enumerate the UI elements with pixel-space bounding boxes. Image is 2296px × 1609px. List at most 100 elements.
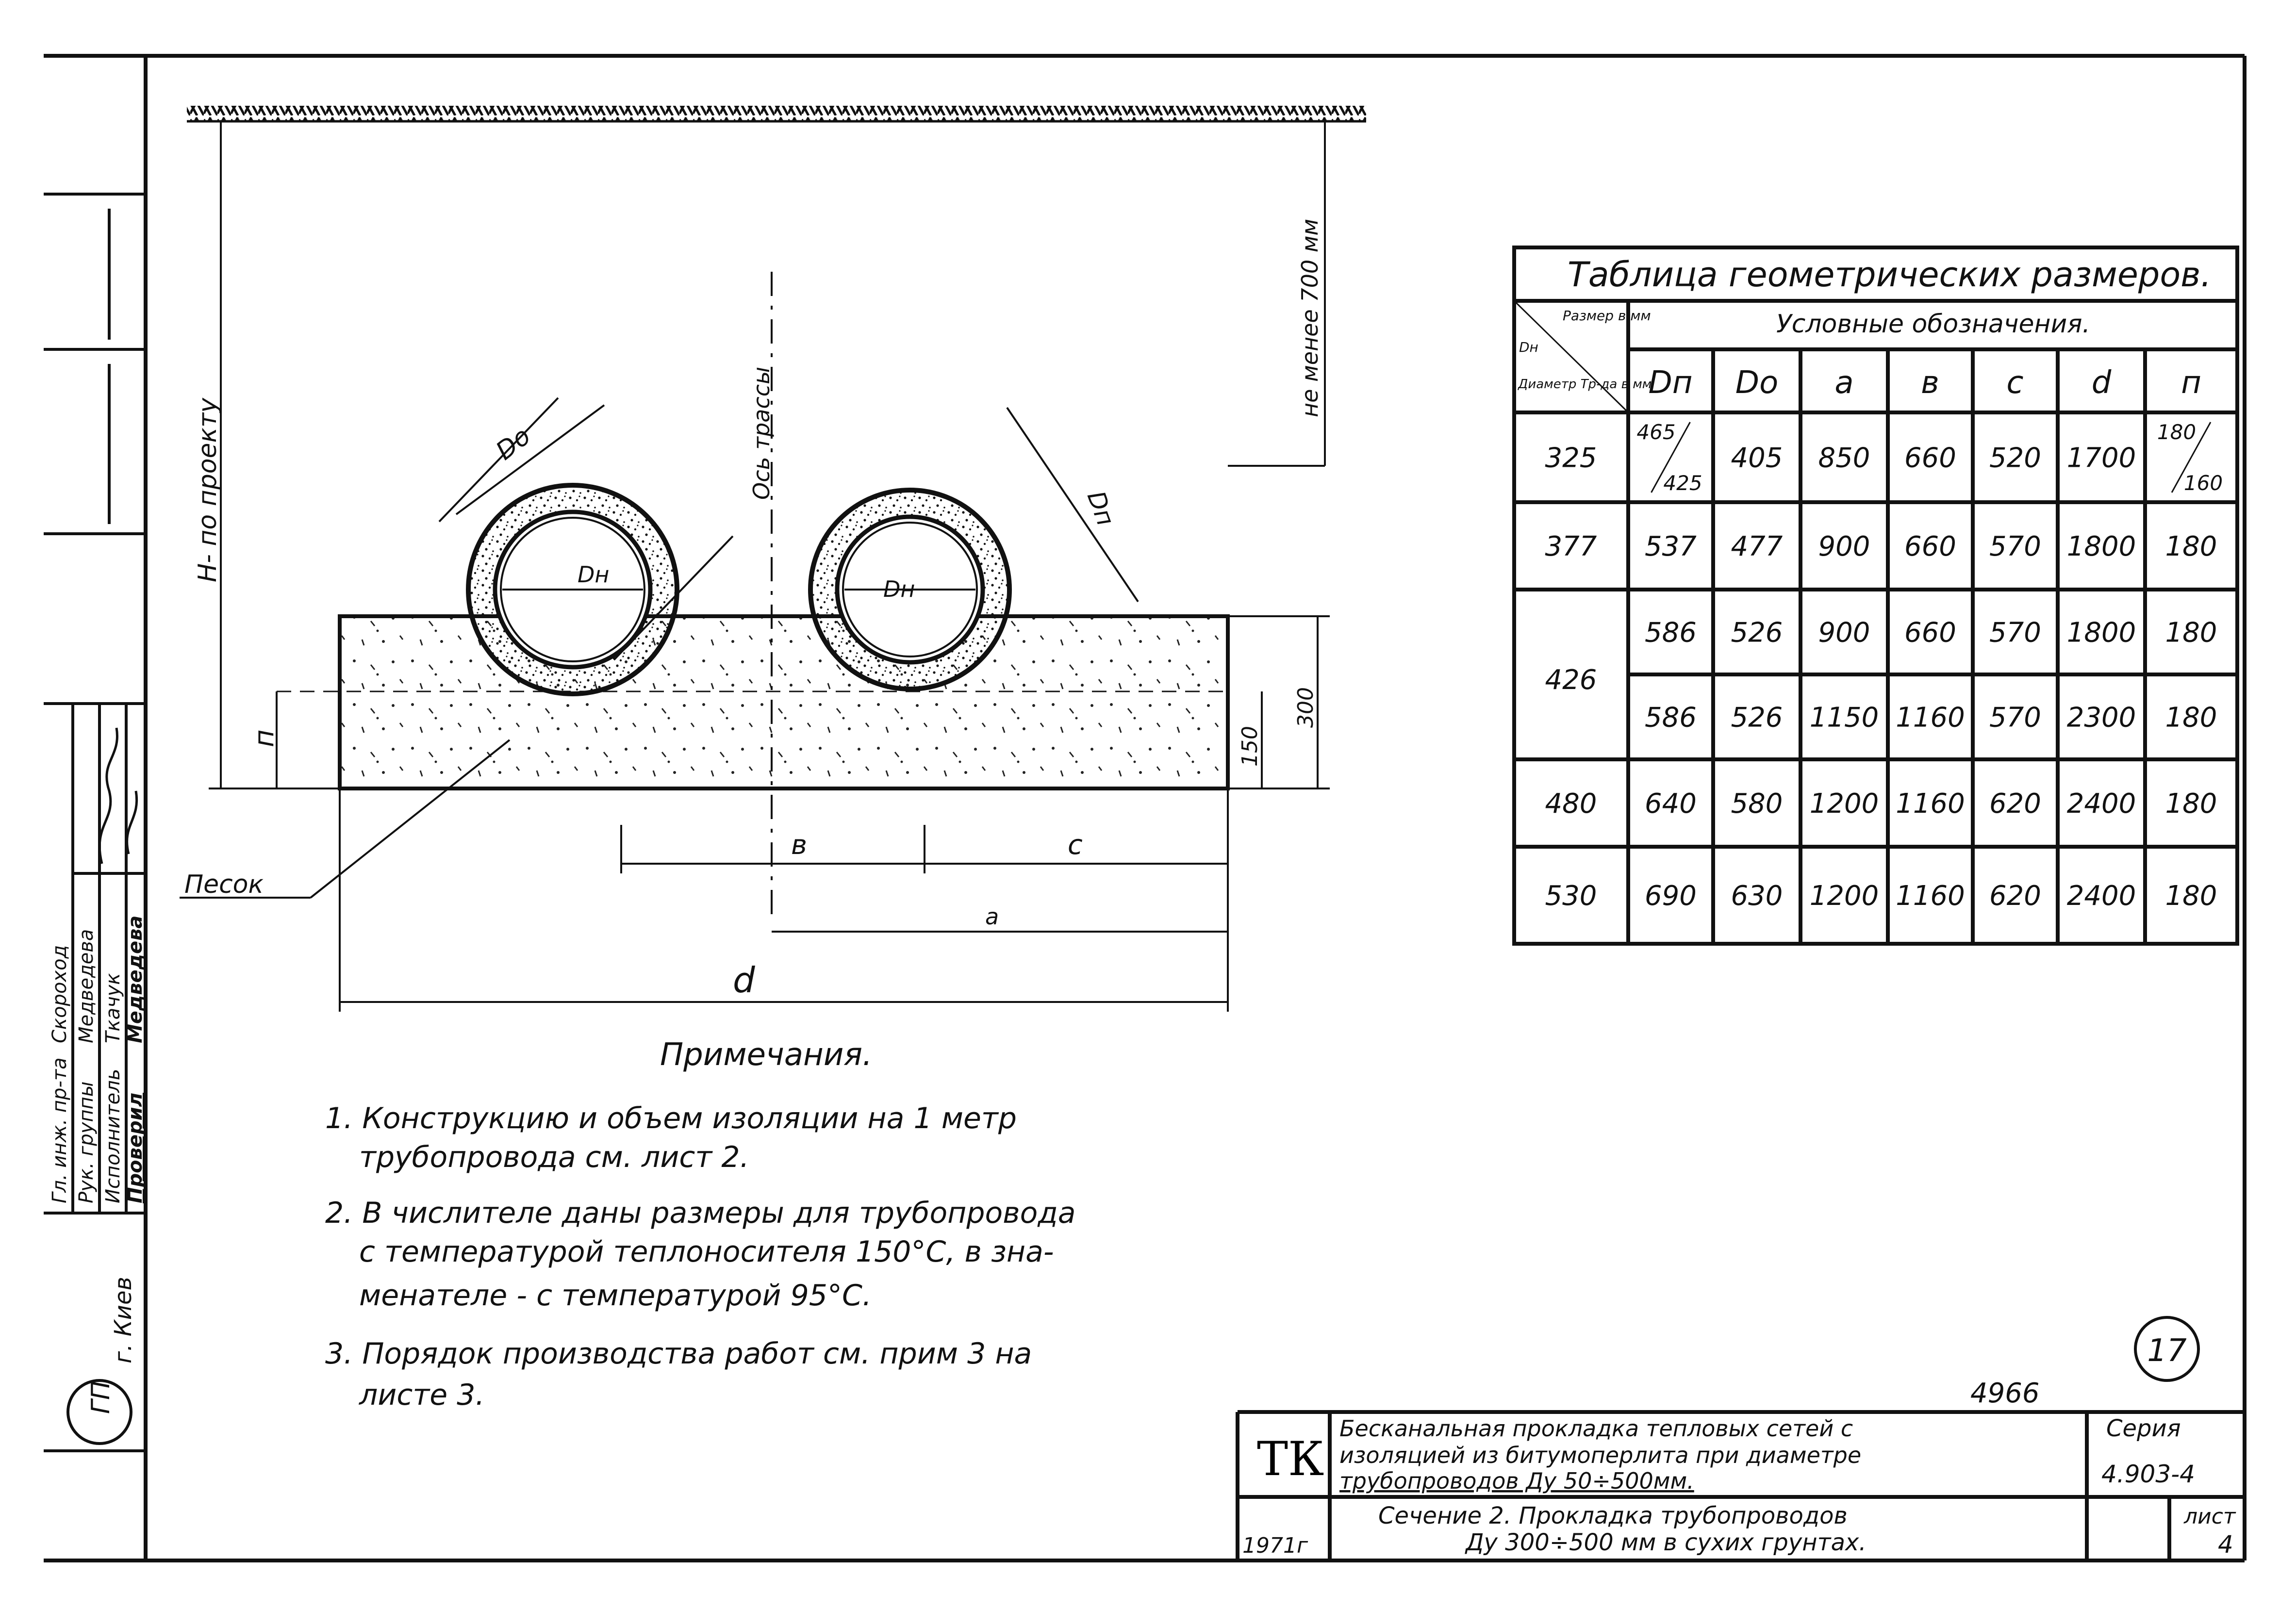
table-cell: 900 (1818, 531, 1870, 562)
table-cell: 570 (1989, 531, 2041, 562)
stamp-role-4: Проверил (124, 1093, 147, 1203)
table-cell: 2300 (2067, 702, 2136, 734)
table-corner-diam: Диаметр Тр-да в мм (1518, 377, 1652, 392)
stamp-role-1: Гл. инж. пр-та (49, 1057, 71, 1203)
table-corner-size: Размер в мм (1563, 308, 1651, 324)
table-cell: 526 (1731, 702, 1783, 734)
table-col-dp: Dп (1648, 365, 1692, 401)
sheet-label: лист (2183, 1504, 2236, 1529)
table-cell: 1150 (1810, 702, 1879, 734)
table-cell-denominator: 160 (2184, 471, 2223, 495)
note-line-6: 3. Порядок производства работ см. прим 3… (325, 1337, 1032, 1371)
svg-text:ГП: ГП (86, 1381, 116, 1414)
notes: Примечания. 1. Конструкцию и объем изоля… (325, 1037, 1076, 1412)
notes-heading: Примечания. (660, 1037, 872, 1073)
title-line-1: Бесканальная прокладка тепловых сетей с (1339, 1415, 1853, 1442)
table-row-dn: 377 (1545, 531, 1597, 562)
table-row-dn: 530 (1545, 880, 1597, 912)
org-logo: ГП (66, 1379, 132, 1445)
table-cell: 1160 (1896, 702, 1965, 734)
table-cell: 1200 (1810, 788, 1879, 820)
sheet-number: 4 (2218, 1530, 2233, 1559)
table-col-c: с (2006, 365, 2023, 401)
table-cell: 660 (1904, 617, 1956, 649)
table-cell: 690 (1645, 880, 1697, 912)
table-cell: 570 (1989, 617, 2041, 649)
table-corner-dn: Dн (1519, 339, 1538, 355)
sand-label: Песок (184, 870, 264, 899)
table-cell: 180 (2165, 702, 2217, 734)
table-cell: 1160 (1896, 788, 1965, 820)
inventory-number: 4966 (1970, 1378, 2040, 1409)
city-label: г. Киев (110, 1277, 137, 1363)
dp-label: Dп (1082, 487, 1120, 529)
table-cell: 570 (1989, 702, 2041, 734)
title-block: ТК 1971г Бесканальная прокладка тепловых… (1236, 1316, 2245, 1560)
table-cell-fraction-bar: 180/160 (2171, 422, 2212, 493)
table-col-a: а (1834, 365, 1853, 401)
sheet-title-2: Ду 300÷500 мм в сухих грунтах. (1465, 1529, 1867, 1556)
table-cell: 526 (1731, 617, 1783, 649)
pipe-left: Dн (466, 483, 679, 696)
stamp-role-2: Рук. группы (75, 1082, 98, 1203)
table-col-d: d (2092, 365, 2112, 401)
table-cell: 405 (1731, 443, 1783, 474)
table-cell: 660 (1904, 531, 1956, 562)
table-col-do: Do (1735, 365, 1778, 401)
table-cell: 620 (1989, 788, 2041, 820)
table-cell: 1200 (1810, 880, 1879, 912)
table-cell: 537 (1645, 531, 1697, 562)
route-axis-label: Ось трассы (748, 367, 775, 500)
note-line-5: менателе - с температурой 95°С. (359, 1279, 872, 1313)
title-year: 1971г (1242, 1533, 1308, 1558)
stamp-name-3: Ткачук (102, 973, 124, 1043)
pipe-right-dn-label: Dн (883, 576, 915, 602)
min-depth-label: не менее 700 мм (1297, 219, 1323, 417)
stamp-name-4: Медведева (124, 916, 147, 1043)
series-value: 4.903-4 (2101, 1460, 2195, 1488)
pipe-left-dn-label: Dн (578, 561, 610, 588)
pipe-right: Dн (808, 488, 1012, 691)
table-cell: 180 (2165, 617, 2217, 649)
table-row-dn: 426 (1545, 664, 1597, 696)
c-label: с (1068, 829, 1083, 861)
table-cell-numerator: 465 (1636, 420, 1675, 444)
d-label: d (733, 960, 756, 1001)
side-stamp: Гл. инж. пр-та Рук. группы Исполнитель П… (44, 193, 147, 1452)
table-cell: 640 (1645, 788, 1697, 820)
table-cell: 1800 (2067, 531, 2136, 562)
title-line-3: трубопроводов Ду 50÷500мм. (1339, 1468, 1694, 1494)
table-cell-denominator: 425 (1663, 471, 1702, 495)
note-line-1: 1. Конструкцию и объем изоляции на 1 мет… (325, 1101, 1017, 1135)
table-cell: 180 (2165, 531, 2217, 562)
stamp-role-3: Исполнитель (102, 1069, 124, 1203)
table-row-dn: 325 (1545, 443, 1597, 474)
table-group-header: Условные обозначения. (1776, 310, 2090, 339)
table-cell: 850 (1818, 443, 1870, 474)
dimension-table: Таблица геометрических размеров. Размер … (1512, 246, 2239, 946)
note-line-4: с температурой теплоносителя 150°С, в зн… (359, 1235, 1054, 1269)
dim-300-label: 300 (1293, 687, 1318, 728)
table-cell-fraction-bar: 465/425 (1651, 422, 1691, 493)
table-cell-numerator: 180 (2157, 420, 2196, 444)
signature (98, 727, 138, 864)
table-title: Таблица геометрических размеров. (1568, 255, 2212, 295)
page-mark: 17 (2134, 1316, 2200, 1382)
dim-150-label: 150 (1238, 726, 1262, 767)
note-line-3: 2. В числителе даны размеры для трубопро… (325, 1196, 1076, 1230)
sheet-title-1: Сечение 2. Прокладка трубопроводов (1378, 1502, 1848, 1529)
stamp-name-1: Скороход (49, 945, 71, 1043)
table-col-b: в (1921, 365, 1939, 401)
table-col-n: п (2181, 365, 2201, 401)
n-label: п (248, 729, 280, 747)
table-cell: 1800 (2067, 617, 2136, 649)
cross-section: Ось трассы Dн Do Dн Dп Н- по проекту (180, 106, 1366, 1012)
table-cell: 180 (2165, 788, 2217, 820)
table-cell: 580 (1731, 788, 1783, 820)
sheet-frame (44, 54, 2246, 1562)
table-cell: 1700 (2067, 443, 2136, 474)
table-cell: 520 (1989, 443, 2041, 474)
svg-text:17: 17 (2147, 1333, 2187, 1369)
